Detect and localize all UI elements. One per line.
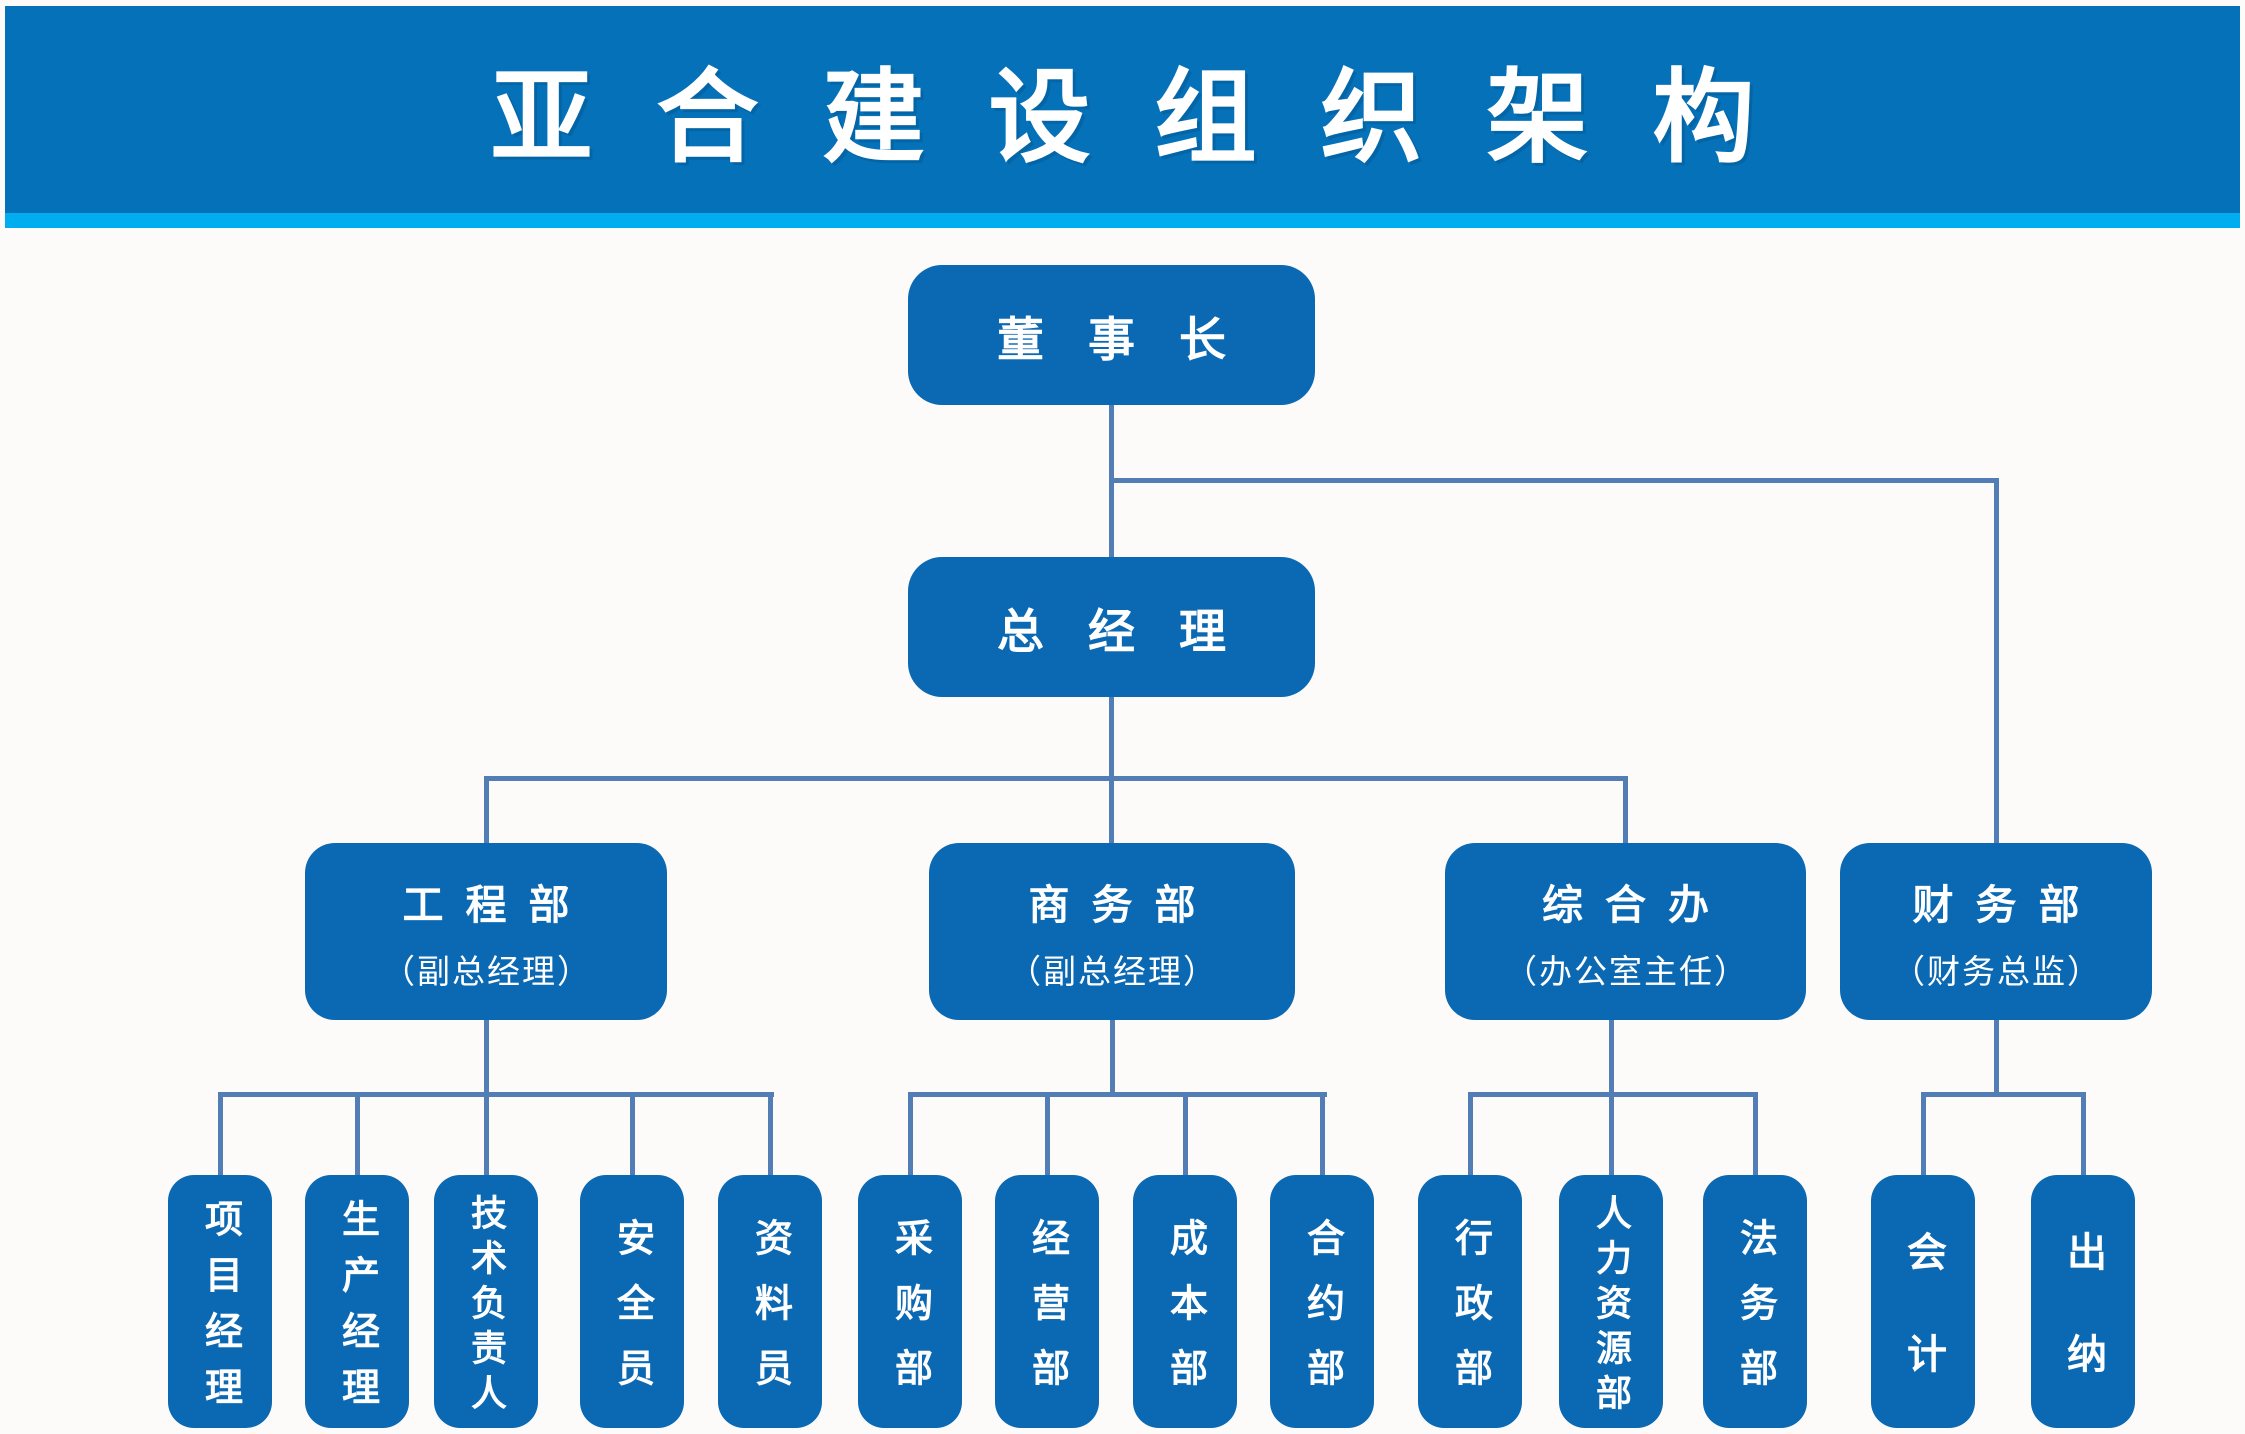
node-label: 董事长 [997,312,1270,366]
node-label: 行政部 [1448,1217,1491,1413]
connector [908,1092,913,1177]
connector [1623,776,1628,845]
connector [1921,1092,2086,1097]
dept-title: 商务部 [1028,881,1218,928]
connector [1109,697,1114,845]
connector [218,1092,774,1097]
node-label: 会计 [1901,1230,1945,1434]
connector [484,1020,489,1177]
node-label: 安全员 [610,1217,653,1413]
connector [1320,1092,1325,1177]
dept-subtitle: （财务总监） [1892,952,2102,990]
node-legal-dept: 法务部 [1703,1175,1807,1428]
dept-subtitle: （副总经理） [382,952,592,990]
connector [1183,1092,1188,1177]
node-operations-dept: 经营部 [995,1175,1099,1428]
node-dept-engineering: 工程部 （副总经理） [305,843,667,1020]
node-chairman: 董事长 [908,265,1315,405]
connector [1468,1092,1473,1177]
node-label: 技术负责人 [466,1193,507,1419]
node-label: 资料员 [748,1217,791,1413]
node-accountant: 会计 [1871,1175,1975,1434]
node-cost-dept: 成本部 [1133,1175,1237,1428]
connector [1994,1020,1999,1097]
connector [1045,1092,1050,1177]
dept-title: 财务部 [1912,881,2102,928]
connector [1109,478,1999,483]
node-cashier: 出纳 [2031,1175,2135,1434]
node-label: 采购部 [888,1217,931,1413]
node-procurement-dept: 采购部 [858,1175,962,1428]
dept-subtitle: （办公室主任） [1504,952,1749,990]
node-label: 总经理 [997,604,1270,658]
connector [484,776,489,845]
dept-title: 综合办 [1542,881,1731,928]
connector [1609,1020,1614,1177]
node-hr-dept: 人力资源部 [1559,1175,1663,1428]
node-technical-director: 技术负责人 [434,1175,538,1428]
node-administration-dept: 行政部 [1418,1175,1522,1428]
node-dept-finance: 财务部 （财务总监） [1840,843,2152,1020]
node-label: 经营部 [1025,1217,1068,1413]
connector [768,1092,773,1177]
node-label: 出纳 [2061,1230,2105,1434]
connector [484,776,1628,781]
dept-title: 工程部 [402,881,592,928]
banner-accent-strip [5,213,2240,228]
node-production-manager: 生产经理 [305,1175,409,1428]
node-project-manager: 项目经理 [168,1175,272,1428]
node-document-clerk: 资料员 [718,1175,822,1428]
connector [1994,478,1999,846]
connector [908,1092,1327,1097]
node-dept-commerce: 商务部 （副总经理） [929,843,1295,1020]
page-title: 亚合建设组织架构 [490,61,1819,175]
node-general-manager: 总经理 [908,557,1315,697]
connector [1921,1092,1926,1177]
connector [355,1092,360,1177]
node-label: 项目经理 [198,1198,241,1423]
connector [1753,1092,1758,1177]
node-dept-general-office: 综合办 （办公室主任） [1445,843,1806,1020]
node-label: 生产经理 [335,1198,378,1423]
connector [1110,1020,1115,1097]
node-label: 法务部 [1733,1217,1776,1413]
node-label: 合约部 [1300,1217,1343,1413]
node-contract-dept: 合约部 [1270,1175,1374,1428]
connector [630,1092,635,1177]
node-safety-officer: 安全员 [580,1175,684,1428]
connector [2081,1092,2086,1177]
dept-subtitle: （副总经理） [1008,952,1218,990]
node-label: 成本部 [1163,1217,1206,1413]
node-label: 人力资源部 [1591,1193,1632,1419]
connector [1468,1092,1758,1097]
title-banner: 亚合建设组织架构 [5,6,2240,213]
connector [218,1092,223,1177]
